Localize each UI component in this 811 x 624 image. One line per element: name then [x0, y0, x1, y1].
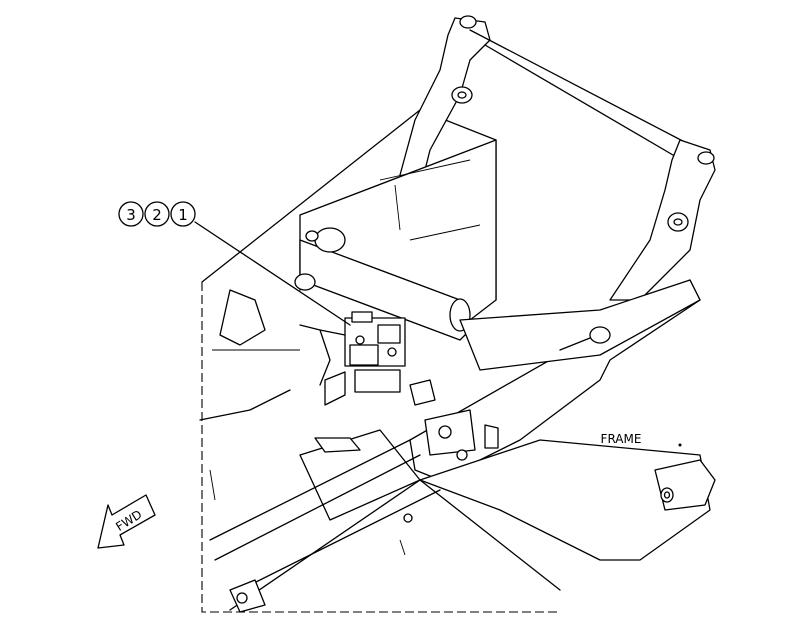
lower-frame [199, 289, 711, 613]
callout-leader-line [194, 221, 351, 326]
lift-arm [399, 15, 716, 301]
callout-1-number: 1 [178, 206, 188, 224]
callout-3: 3 [118, 201, 144, 227]
valve-assembly [299, 311, 406, 406]
callout-2-number: 2 [152, 206, 162, 224]
frame-label: FRAME [601, 432, 642, 446]
callout-2: 2 [144, 201, 170, 227]
frame-bracket [654, 443, 716, 511]
main-boom [409, 279, 701, 481]
callout-3-number: 3 [126, 206, 136, 224]
callout-1: 1 [170, 201, 196, 227]
forward-arrow: FWD [97, 494, 156, 549]
